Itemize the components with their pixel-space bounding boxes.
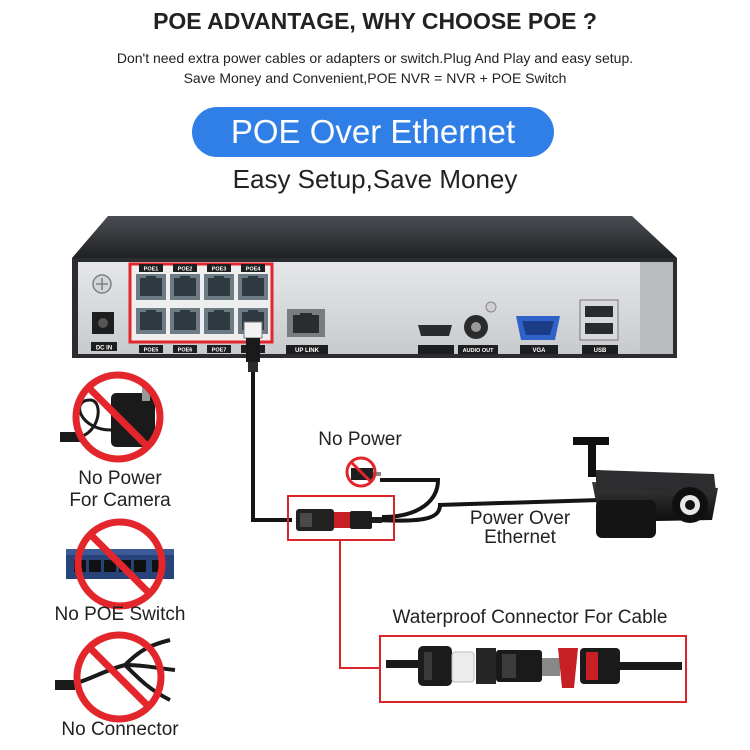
hdmi-port — [418, 325, 452, 336]
waterproof-connector-label: Waterproof Connector For Cable — [392, 607, 668, 628]
waterproof-connector-small — [287, 495, 395, 541]
tagline: Easy Setup,Save Money — [232, 164, 518, 194]
poe-label-line1: Power Over — [469, 508, 571, 529]
poe-port-label: POE6 — [178, 348, 193, 354]
camera-icon — [573, 437, 718, 538]
ethernet-cable — [243, 321, 601, 523]
poe-port-label: POE4 — [246, 267, 262, 273]
no-connector-label: No Connector — [61, 719, 179, 740]
poe-port-label: POE1 — [144, 267, 159, 273]
poe-port-label: POE3 — [212, 267, 227, 273]
page-title: POE ADVANTAGE, WHY CHOOSE POE ? — [153, 8, 597, 34]
usb-label: USB — [594, 348, 607, 354]
uplink-label: UP LINK — [295, 348, 320, 354]
no-power-camera-line2: For Camera — [69, 490, 171, 511]
dc-in-label: DC IN — [96, 346, 112, 352]
splitter-connector-icon — [55, 631, 176, 723]
no-poe-switch-label: No POE Switch — [54, 604, 186, 625]
no-power-camera-line1: No Power — [78, 468, 162, 489]
poe-banner: POE Over Ethernet — [192, 107, 554, 157]
poe-port-label: POE7 — [212, 348, 227, 354]
subtitle-line-2: Save Money and Convenient,POE NVR = NVR … — [183, 70, 567, 86]
nvr-top-panel — [72, 216, 677, 258]
audio-out-label: AUDIO OUT — [463, 348, 495, 354]
no-power-label: No Power — [318, 429, 402, 450]
poe-port-label: POE5 — [144, 348, 159, 354]
no-power-plug — [345, 456, 381, 488]
waterproof-connector-large — [379, 635, 687, 703]
poe-switch-icon — [66, 518, 174, 610]
poe-port-label: POE2 — [178, 267, 193, 273]
prohibit-icon — [74, 518, 166, 610]
subtitle-line-1: Don't need extra power cables or adapter… — [116, 50, 634, 66]
prohibit-icon — [72, 371, 164, 463]
connector-callout-line — [339, 540, 380, 669]
rj45-plug-icon — [243, 321, 263, 339]
prohibit-icon — [73, 631, 165, 723]
poe-label-line2: Ethernet — [484, 527, 556, 548]
power-adapter-icon — [60, 371, 164, 463]
vga-label: VGA — [532, 348, 546, 354]
prohibit-icon — [345, 456, 377, 488]
